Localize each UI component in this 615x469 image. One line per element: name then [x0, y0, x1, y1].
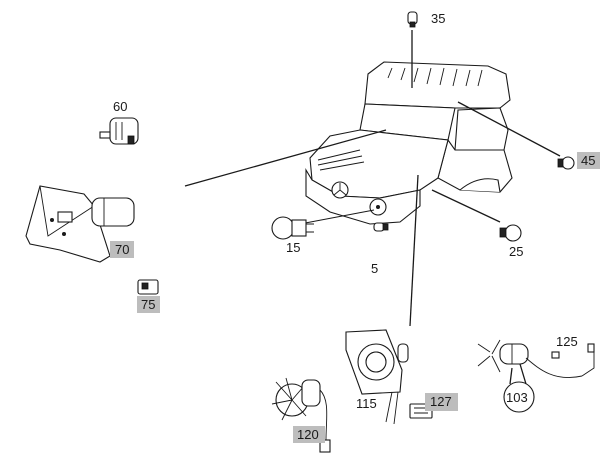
label-103-pointer [509, 363, 527, 385]
label-120-highlight [293, 426, 325, 443]
blower-housing-115-icon [345, 329, 409, 425]
label-5: 5 [371, 261, 378, 276]
label-75: 75 [141, 297, 155, 312]
bulb-25-icon [499, 224, 522, 242]
label-103-circle [503, 381, 535, 413]
truck-cab-icon [305, 61, 513, 225]
relay-75-icon [137, 279, 159, 295]
label-127-highlight [425, 393, 458, 411]
headlamp-bulb-15-icon [271, 216, 314, 240]
label-75-highlight [137, 296, 160, 313]
label-103: 103 [506, 390, 528, 405]
label-125: 125 [556, 334, 578, 349]
bulb-5-icon [373, 222, 389, 232]
label-70: 70 [115, 242, 129, 257]
label-115: 115 [356, 396, 377, 411]
label-45: 45 [581, 153, 595, 168]
motor-60-icon [99, 117, 139, 145]
fan-motor-103-icon [477, 339, 595, 378]
label-70-highlight [110, 241, 134, 258]
label-60: 60 [113, 99, 127, 114]
label-127: 127 [430, 394, 452, 409]
bulb-35-icon [407, 11, 418, 28]
label-15: 15 [286, 240, 300, 255]
leader-lines [184, 30, 561, 327]
bulb-45-icon [557, 156, 575, 170]
label-120: 120 [297, 427, 319, 442]
label-45-highlight [577, 152, 600, 169]
label-25: 25 [509, 244, 523, 259]
label-35: 35 [431, 11, 445, 26]
fan-120-icon [271, 377, 331, 453]
